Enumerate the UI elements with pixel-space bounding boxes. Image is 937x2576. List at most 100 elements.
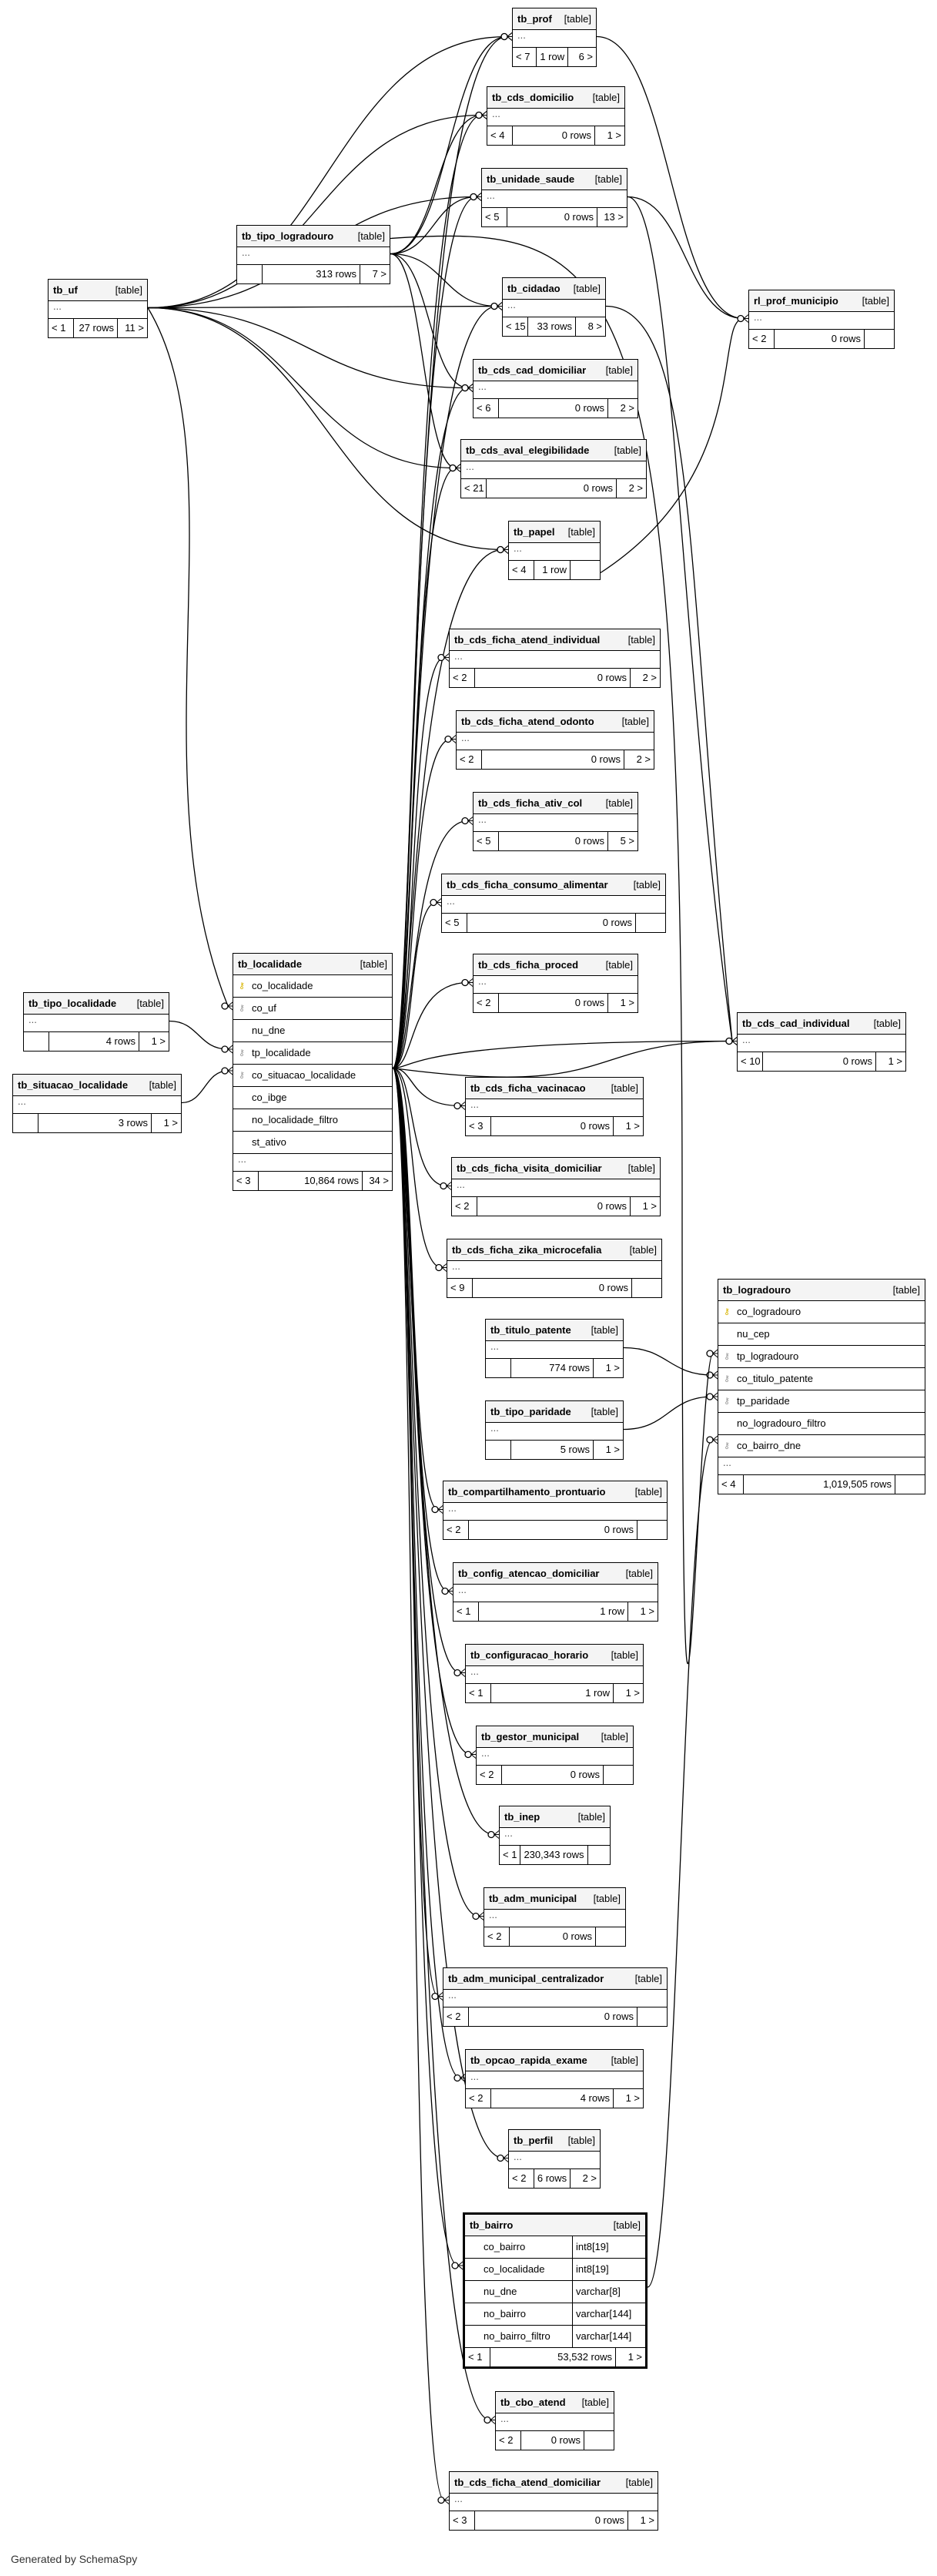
parents-count[interactable]: < 5: [442, 914, 467, 932]
table-name[interactable]: tb_cds_ficha_vacinacao: [470, 1082, 586, 1094]
table-name[interactable]: tb_config_atencao_domiciliar: [458, 1568, 600, 1579]
children-count[interactable]: [637, 2007, 667, 2026]
parents-count[interactable]: < 2: [452, 1197, 477, 1216]
children-count[interactable]: 1 >: [620, 997, 634, 1008]
column-row[interactable]: ⚷tp_paridade: [718, 1390, 925, 1413]
children-count[interactable]: 2 >: [628, 482, 643, 494]
table-name[interactable]: tb_cds_domicilio: [492, 92, 574, 103]
parents-count[interactable]: < 2: [496, 2431, 521, 2450]
table-name[interactable]: tb_cds_ficha_consumo_alimentar: [447, 879, 608, 891]
children-count[interactable]: 1 >: [605, 1444, 620, 1455]
parents-count[interactable]: < 2: [477, 1766, 502, 1784]
parents-count[interactable]: < 4: [718, 1475, 744, 1494]
table-name[interactable]: tb_cds_ficha_atend_odonto: [461, 716, 594, 727]
children-count[interactable]: 2 >: [636, 753, 651, 765]
parents-count[interactable]: < 1: [49, 319, 74, 337]
parents-count[interactable]: < 2: [443, 2007, 469, 2026]
table-name[interactable]: tb_cds_ficha_zika_microcefalia: [452, 1244, 602, 1256]
table-name[interactable]: tb_cds_ficha_atend_individual: [454, 634, 601, 646]
column-row[interactable]: ⚷co_logradouro: [718, 1301, 925, 1323]
children-count[interactable]: [865, 330, 894, 348]
table-name[interactable]: tb_configuracao_horario: [470, 1649, 589, 1661]
table-tb-compartilhamento-prontuario[interactable]: tb_compartilhamento_prontuario[table]...…: [443, 1481, 668, 1540]
children-count[interactable]: 13 >: [604, 211, 624, 223]
parents-count[interactable]: < 1: [465, 2348, 490, 2366]
column-row[interactable]: ⚷co_uf: [233, 998, 392, 1020]
table-name[interactable]: tb_papel: [514, 526, 555, 538]
table-tb-cds-ficha-zika-microcefalia[interactable]: tb_cds_ficha_zika_microcefalia[table]...…: [447, 1239, 662, 1298]
table-name[interactable]: tb_situacao_localidade: [18, 1079, 129, 1091]
column-row[interactable]: no_localidade_filtro: [233, 1109, 392, 1132]
table-tb-localidade[interactable]: tb_localidade[table]⚷co_localidade⚷co_uf…: [233, 953, 393, 1191]
table-name[interactable]: tb_prof: [517, 13, 552, 25]
children-count[interactable]: [895, 1475, 925, 1494]
parents-count[interactable]: < 1: [453, 1602, 479, 1621]
table-name[interactable]: tb_unidade_saude: [487, 173, 575, 185]
parents-count[interactable]: < 6: [474, 399, 499, 418]
parents-count[interactable]: < 2: [443, 1521, 469, 1539]
parents-count[interactable]: < 5: [474, 832, 499, 850]
children-count[interactable]: 8 >: [587, 320, 602, 332]
parents-count[interactable]: < 1: [500, 1846, 521, 1864]
parents-count[interactable]: < 2: [509, 2169, 534, 2188]
column-row[interactable]: ⚷tp_localidade: [233, 1042, 392, 1065]
children-count[interactable]: 1 >: [607, 129, 621, 141]
children-count[interactable]: 1 >: [163, 1117, 178, 1129]
children-count[interactable]: 1 >: [642, 1200, 657, 1212]
parents-count[interactable]: < 1: [466, 1684, 491, 1702]
children-count[interactable]: 1 >: [625, 1120, 640, 1132]
parents-count[interactable]: < 2: [466, 2089, 491, 2108]
table-tb-cds-ficha-visita-domiciliar[interactable]: tb_cds_ficha_visita_domiciliar[table]...…: [451, 1157, 661, 1216]
parents-count[interactable]: [237, 265, 263, 283]
children-count[interactable]: 2 >: [582, 2172, 597, 2184]
children-count[interactable]: 2 >: [620, 402, 634, 414]
column-row[interactable]: co_ibge: [233, 1087, 392, 1109]
children-count[interactable]: 1 >: [640, 2514, 654, 2526]
table-name[interactable]: rl_prof_municipio: [754, 295, 838, 307]
children-count[interactable]: 34 >: [369, 1175, 389, 1186]
children-count[interactable]: [604, 1766, 633, 1784]
column-row[interactable]: ⚷co_titulo_patente: [718, 1368, 925, 1390]
parents-count[interactable]: < 2: [474, 994, 499, 1012]
children-count[interactable]: 1 >: [625, 2092, 640, 2104]
column-row[interactable]: ⚷co_situacao_localidade: [233, 1065, 392, 1087]
children-count[interactable]: 5 >: [620, 835, 634, 847]
table-name[interactable]: tb_titulo_patente: [490, 1324, 571, 1336]
column-row[interactable]: st_ativo: [233, 1132, 392, 1154]
parents-count[interactable]: < 2: [749, 330, 775, 348]
table-name[interactable]: tb_logradouro: [723, 1284, 791, 1296]
parents-count[interactable]: [486, 1441, 511, 1459]
table-name[interactable]: tb_opcao_rapida_exame: [470, 2054, 587, 2066]
parents-count[interactable]: < 9: [447, 1279, 473, 1297]
table-name[interactable]: tb_tipo_logradouro: [242, 230, 334, 242]
table-name[interactable]: tb_compartilhamento_prontuario: [448, 1486, 606, 1498]
table-tb-cds-ficha-atend-domiciliar[interactable]: tb_cds_ficha_atend_domiciliar[table]...<…: [449, 2471, 658, 2531]
parents-count[interactable]: [13, 1114, 38, 1132]
table-name[interactable]: tb_cds_ficha_atend_domiciliar: [454, 2477, 601, 2488]
children-count[interactable]: 1 >: [627, 2351, 642, 2363]
table-name[interactable]: tb_adm_municipal: [489, 1893, 577, 1904]
parents-count[interactable]: < 3: [466, 1117, 491, 1135]
table-tb-cds-ficha-consumo-alimentar[interactable]: tb_cds_ficha_consumo_alimentar[table]...…: [441, 874, 666, 933]
parents-count[interactable]: [486, 1359, 511, 1377]
table-name[interactable]: tb_cds_ficha_proced: [478, 959, 579, 971]
